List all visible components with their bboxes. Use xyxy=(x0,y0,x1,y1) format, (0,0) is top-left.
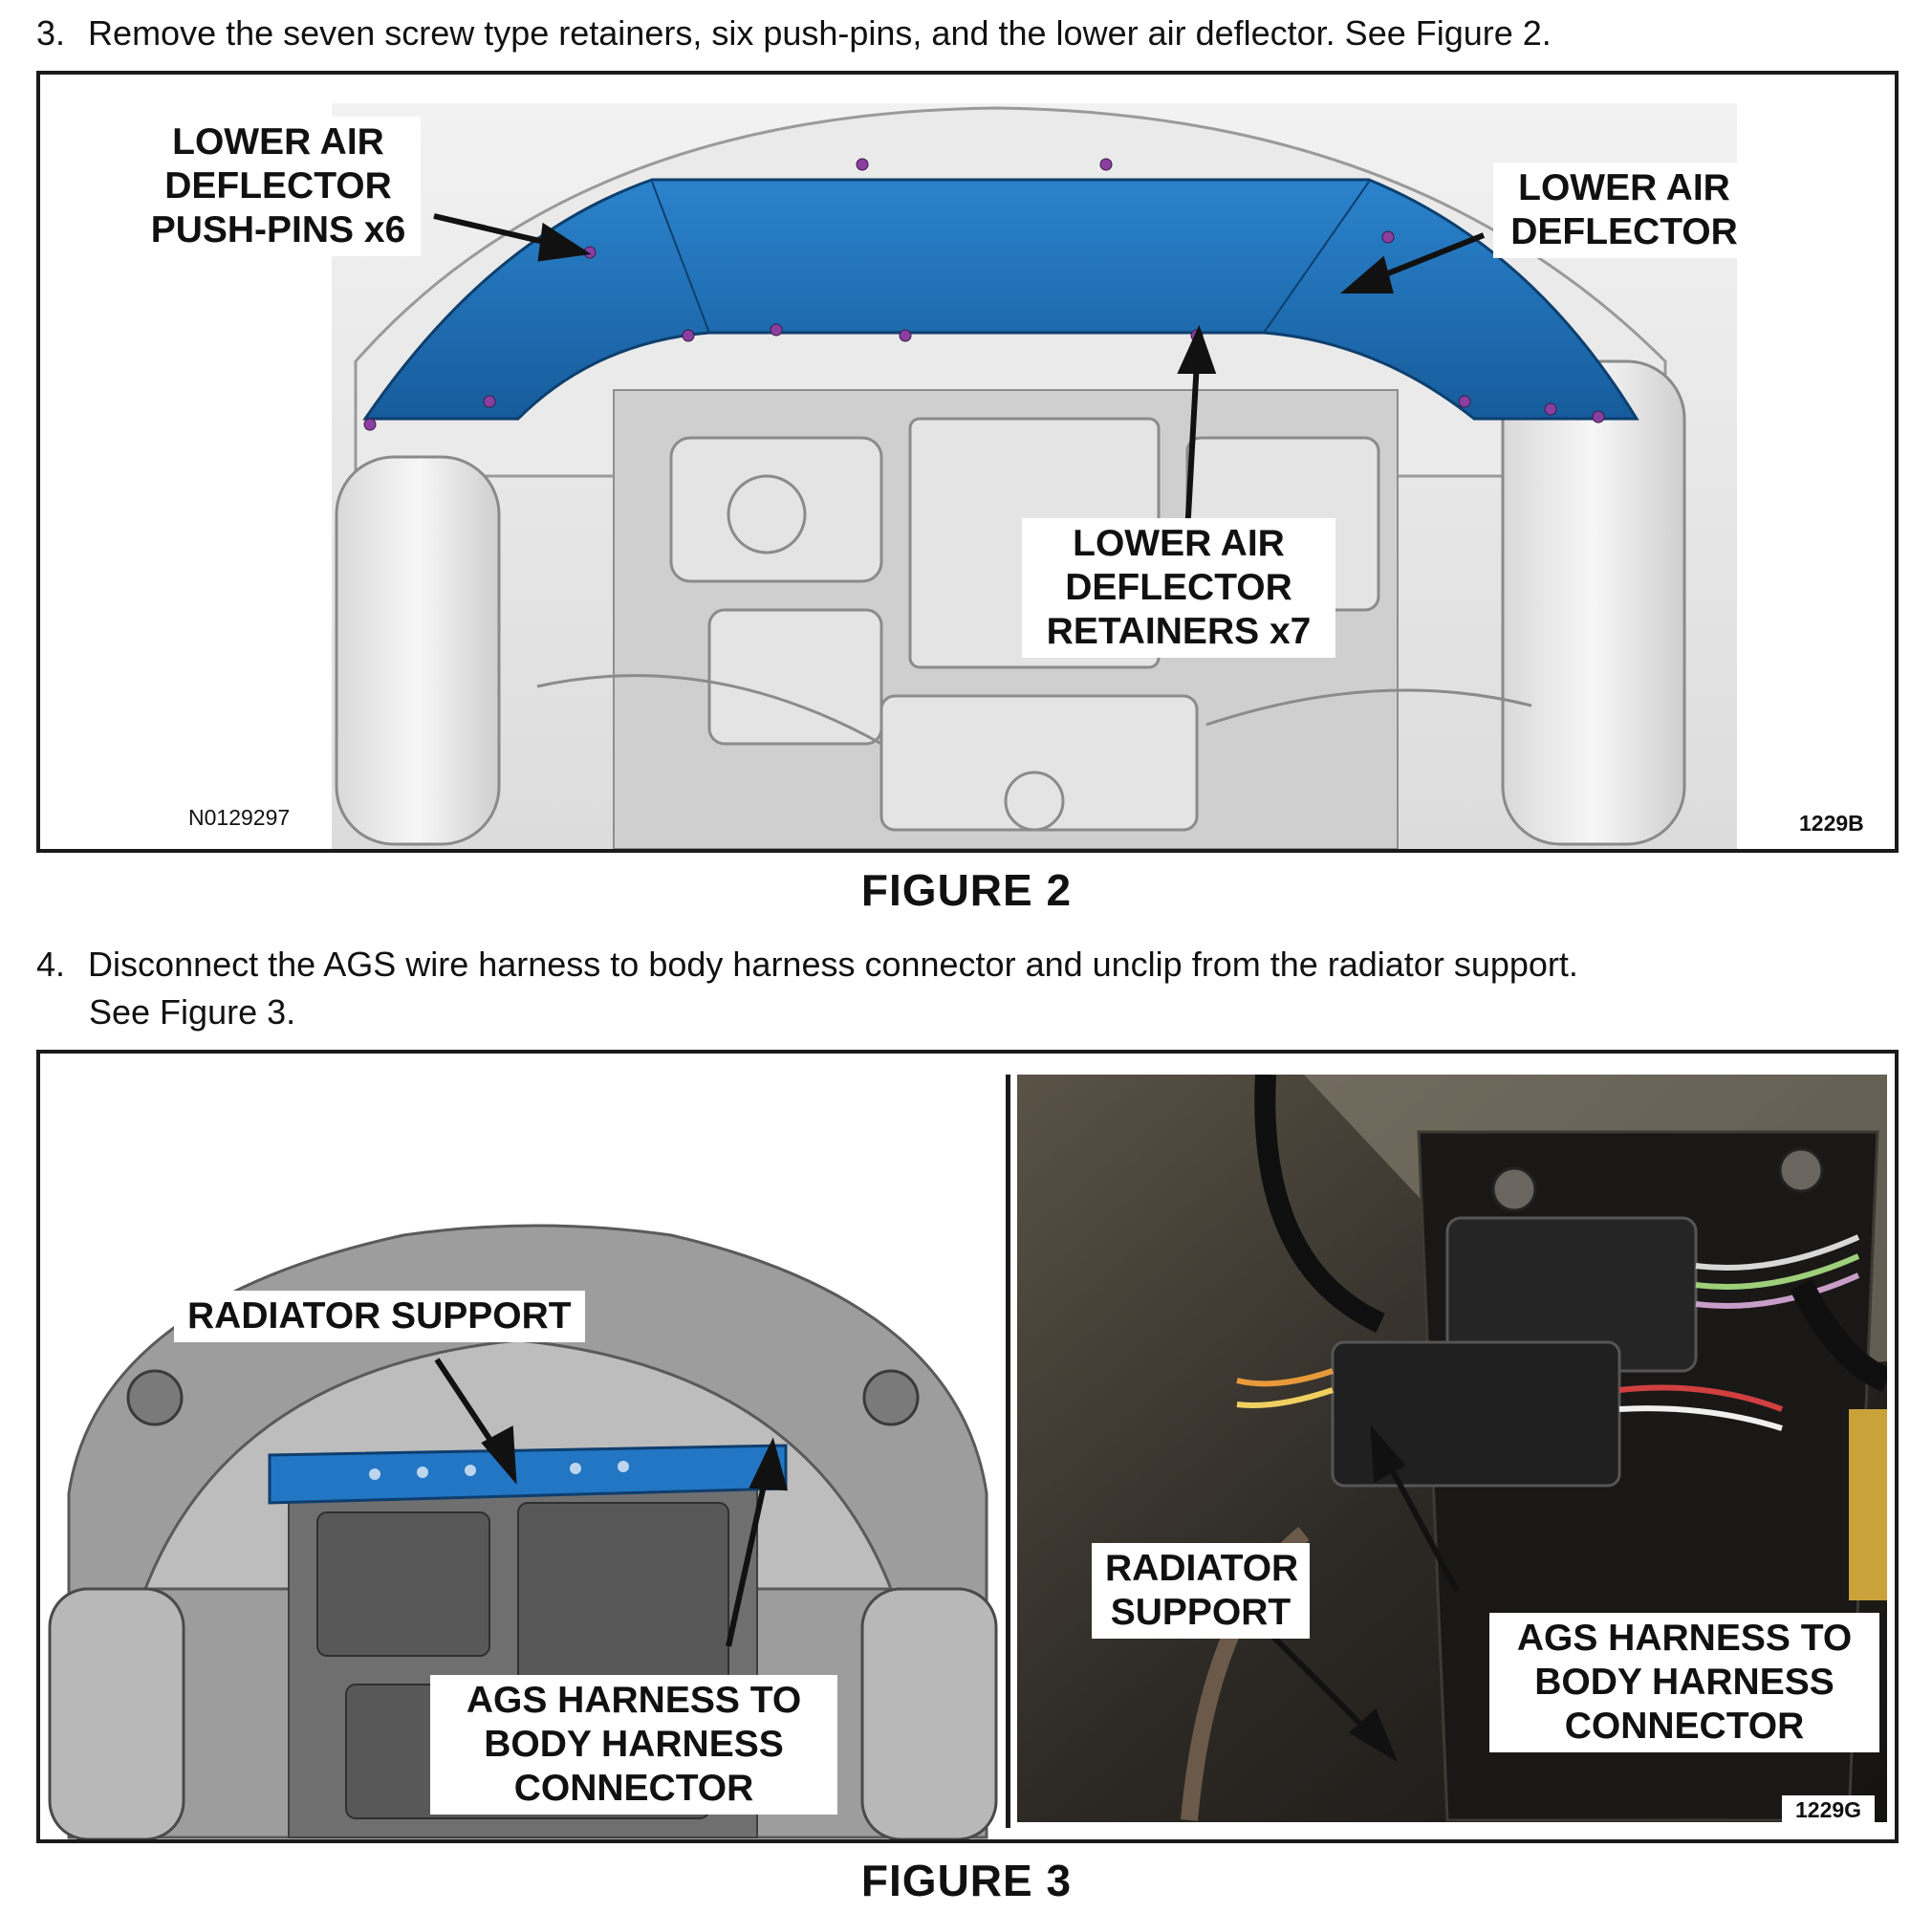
figure-2-caption: FIGURE 2 xyxy=(860,865,1073,915)
step-4-number: 4. xyxy=(36,945,66,984)
left-label-radiator-support: RADIATOR SUPPORT xyxy=(174,1291,585,1342)
right-label-ags-connector: AGS HARNESS TO BODY HARNESS CONNECTOR xyxy=(1489,1613,1879,1752)
step-4: 4. Disconnect the AGS wire harness to bo… xyxy=(36,941,1578,989)
step-3-text: Remove the seven screw type retainers, s… xyxy=(88,13,1552,53)
left-label-ags-connector: AGS HARNESS TO BODY HARNESS CONNECTOR xyxy=(430,1675,837,1815)
left-tire xyxy=(335,455,501,846)
step-3-number: 3. xyxy=(36,13,66,53)
figure-2-id: 1229B xyxy=(1799,811,1864,836)
label-retainers: LOWER AIR DEFLECTOR RETAINERS x7 xyxy=(1022,518,1335,658)
photo-connector-lower xyxy=(1331,1340,1621,1488)
figure-3-left-illustration xyxy=(40,1054,1006,1839)
step-4-line-1: Disconnect the AGS wire harness to body … xyxy=(88,945,1578,984)
right-tire xyxy=(1501,359,1686,846)
step-4-line-2: See Figure 3. xyxy=(89,992,296,1032)
step-3: 3. Remove the seven screw type retainers… xyxy=(36,10,1552,57)
figure-3-id: 1229G xyxy=(1782,1795,1876,1825)
right-label-radiator-support: RADIATOR SUPPORT xyxy=(1092,1543,1310,1639)
figure-2-part-number: N0129297 xyxy=(188,805,291,830)
figure-3-divider xyxy=(1006,1075,1010,1828)
figure-3-frame: RADIATOR SUPPORT AGS HARNESS TO BODY HAR… xyxy=(36,1050,1899,1843)
label-lower-air-deflector: LOWER AIR DEFLECTOR xyxy=(1493,163,1755,258)
figure-2-frame: LOWER AIR DEFLECTOR PUSH-PINS x6 LOWER A… xyxy=(36,71,1899,853)
label-push-pins: LOWER AIR DEFLECTOR PUSH-PINS x6 xyxy=(136,117,421,256)
figure-3-caption: FIGURE 3 xyxy=(860,1856,1073,1905)
